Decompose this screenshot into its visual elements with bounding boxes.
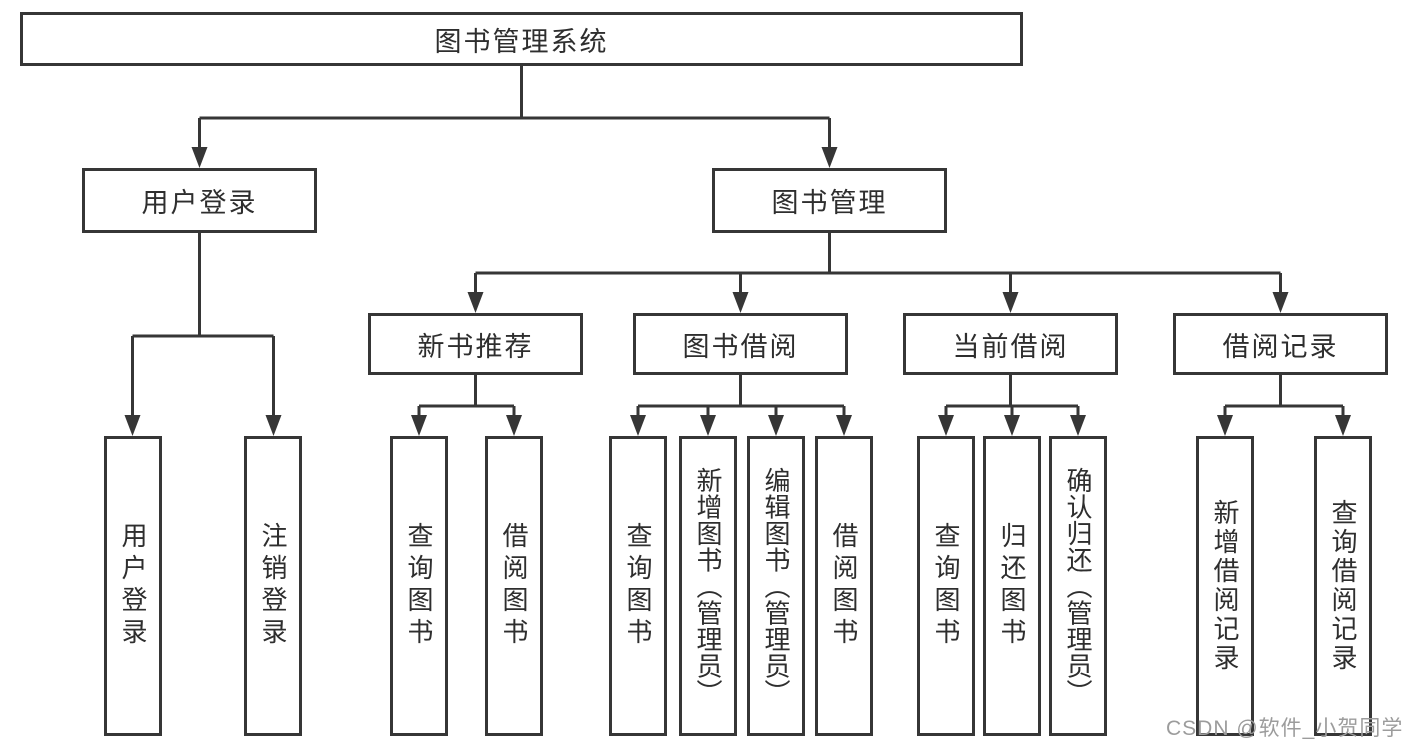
- node-label: 图书借阅: [682, 331, 799, 362]
- leaf-borrow-edit-books-admin: 编辑图书（管理员）: [747, 436, 805, 736]
- node-label: 新书推荐: [417, 331, 534, 362]
- node-user-login: 用户登录: [82, 168, 317, 233]
- node-label: 新增图书（管理员）: [693, 466, 723, 706]
- node-label: 查询图书: [404, 522, 434, 650]
- node-label: 查询图书: [931, 522, 961, 650]
- node-label: 图书管理系统: [434, 26, 609, 57]
- node-label: 用户登录: [141, 188, 258, 218]
- node-book-borrowing: 图书借阅: [633, 313, 848, 375]
- node-borrowing-records: 借阅记录: [1173, 313, 1388, 375]
- node-label: 新增借阅记录: [1210, 499, 1240, 673]
- leaf-borrow-borrow-books: 借阅图书: [815, 436, 873, 736]
- leaf-recommend-query-books: 查询图书: [390, 436, 448, 736]
- node-label: 借阅图书: [829, 522, 859, 650]
- node-label: 图书管理: [771, 188, 888, 218]
- node-label: 注销登录: [258, 522, 288, 650]
- leaf-borrow-add-books-admin: 新增图书（管理员）: [679, 436, 737, 736]
- node-label: 归还图书: [997, 522, 1027, 650]
- watermark-text: CSDN @软件_小贺同学: [1166, 717, 1404, 740]
- node-current-borrowing: 当前借阅: [903, 313, 1118, 375]
- node-label: 借阅图书: [499, 522, 529, 650]
- node-label: 确认归还（管理员）: [1063, 466, 1093, 706]
- node-library-system: 图书管理系统: [20, 12, 1023, 66]
- leaf-current-return-books: 归还图书: [983, 436, 1041, 736]
- node-label: 查询借阅记录: [1328, 499, 1358, 673]
- leaf-user-login: 用户登录: [104, 436, 162, 736]
- node-label: 借阅记录: [1222, 331, 1339, 362]
- node-label: 编辑图书（管理员）: [761, 466, 791, 706]
- tree-branch-lines: [131, 66, 1345, 417]
- node-label: 用户登录: [118, 522, 148, 650]
- leaf-current-confirm-return-admin: 确认归还（管理员）: [1049, 436, 1107, 736]
- node-book-management: 图书管理: [712, 168, 947, 233]
- node-label: 查询图书: [623, 522, 653, 650]
- leaf-current-query-books: 查询图书: [917, 436, 975, 736]
- leaf-records-add-record: 新增借阅记录: [1196, 436, 1254, 736]
- node-label: 当前借阅: [952, 331, 1069, 362]
- leaf-borrow-query-books: 查询图书: [609, 436, 667, 736]
- node-new-book-recommend: 新书推荐: [368, 313, 583, 375]
- leaf-logout: 注销登录: [244, 436, 302, 736]
- leaf-records-query-record: 查询借阅记录: [1314, 436, 1372, 736]
- leaf-recommend-borrow-books: 借阅图书: [485, 436, 543, 736]
